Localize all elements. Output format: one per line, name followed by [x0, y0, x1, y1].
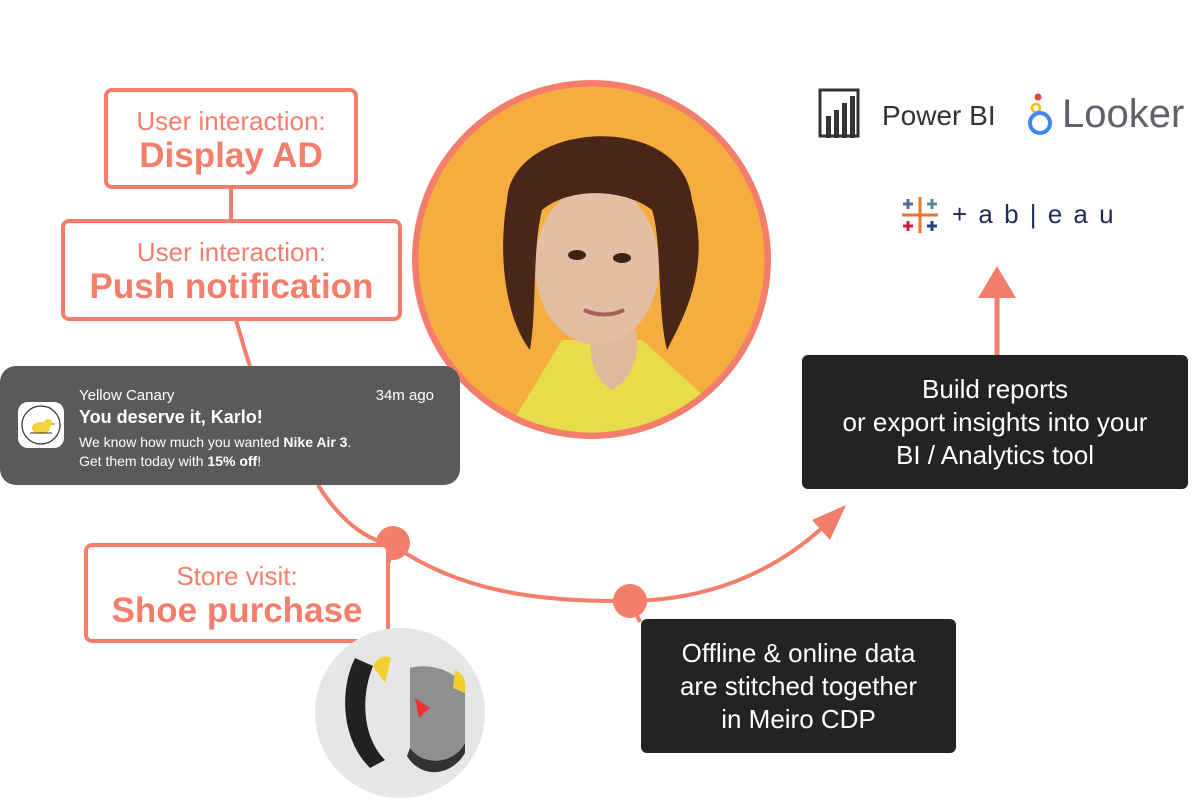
notification-product: Nike Air 3: [283, 434, 348, 450]
powerbi-icon: [818, 88, 860, 138]
notification-line-2-text: Get them today with: [79, 453, 208, 469]
reports-arrowhead: [978, 266, 1016, 298]
notification-line-2: Get them today with 15% off!: [79, 452, 351, 471]
display-ad-subtitle: User interaction:: [136, 106, 326, 136]
push-notification-subtitle: User interaction:: [136, 237, 327, 267]
notification-line-1-text: We know how much you wanted: [79, 434, 284, 450]
yellow-canary-logo-icon: [18, 402, 64, 448]
journey-node-cdp: [613, 584, 647, 618]
store-visit-box: Store visit: Shoe purchase: [84, 543, 390, 643]
profile-photo: [412, 80, 771, 439]
shoe-image: [315, 628, 485, 798]
stitching-box: Offline & online data are stitched toget…: [641, 619, 956, 753]
stitching-line-2: are stitched together: [679, 671, 918, 701]
notification-time: 34m ago: [375, 387, 434, 404]
notification-line-1-end: .: [347, 434, 352, 450]
reports-box: Build reports or export insights into yo…: [802, 355, 1188, 489]
tableau-icon: [902, 197, 938, 233]
notification-discount: 15% off: [207, 453, 258, 469]
stitching-line-3: in Meiro CDP: [721, 704, 876, 734]
push-notification-box: User interaction: Push notification: [61, 219, 402, 321]
notification-body: We know how much you wanted Nike Air 3. …: [79, 433, 351, 471]
display-ad-title: Display AD: [139, 136, 323, 175]
tableau-label: + a b | e a u: [952, 199, 1116, 229]
looker-label: Looker: [1062, 92, 1185, 136]
push-notification-card[interactable]: Yellow Canary 34m ago You deserve it, Ka…: [0, 366, 460, 485]
store-visit-subtitle: Store visit:: [176, 561, 298, 591]
connector-push-notification: [234, 319, 252, 367]
stitching-line-1: Offline & online data: [681, 638, 916, 668]
looker-icon: [1028, 93, 1052, 135]
powerbi-label: Power BI: [882, 100, 996, 131]
push-notification-title: Push notification: [89, 267, 374, 306]
store-visit-title: Shoe purchase: [111, 591, 363, 630]
reports-line-2: or export insights into your: [842, 407, 1148, 437]
notification-app-name: Yellow Canary: [79, 387, 175, 404]
display-ad-box: User interaction: Display AD: [104, 88, 358, 189]
journey-curve: [391, 526, 824, 604]
journey-arrowhead: [812, 505, 846, 540]
reports-line-1: Build reports: [922, 374, 1068, 404]
notification-title: You deserve it, Karlo!: [79, 407, 263, 427]
notification-line-2-end: !: [257, 453, 262, 469]
reports-line-3: BI / Analytics tool: [896, 440, 1094, 470]
notification-line-1: We know how much you wanted Nike Air 3.: [79, 433, 351, 452]
